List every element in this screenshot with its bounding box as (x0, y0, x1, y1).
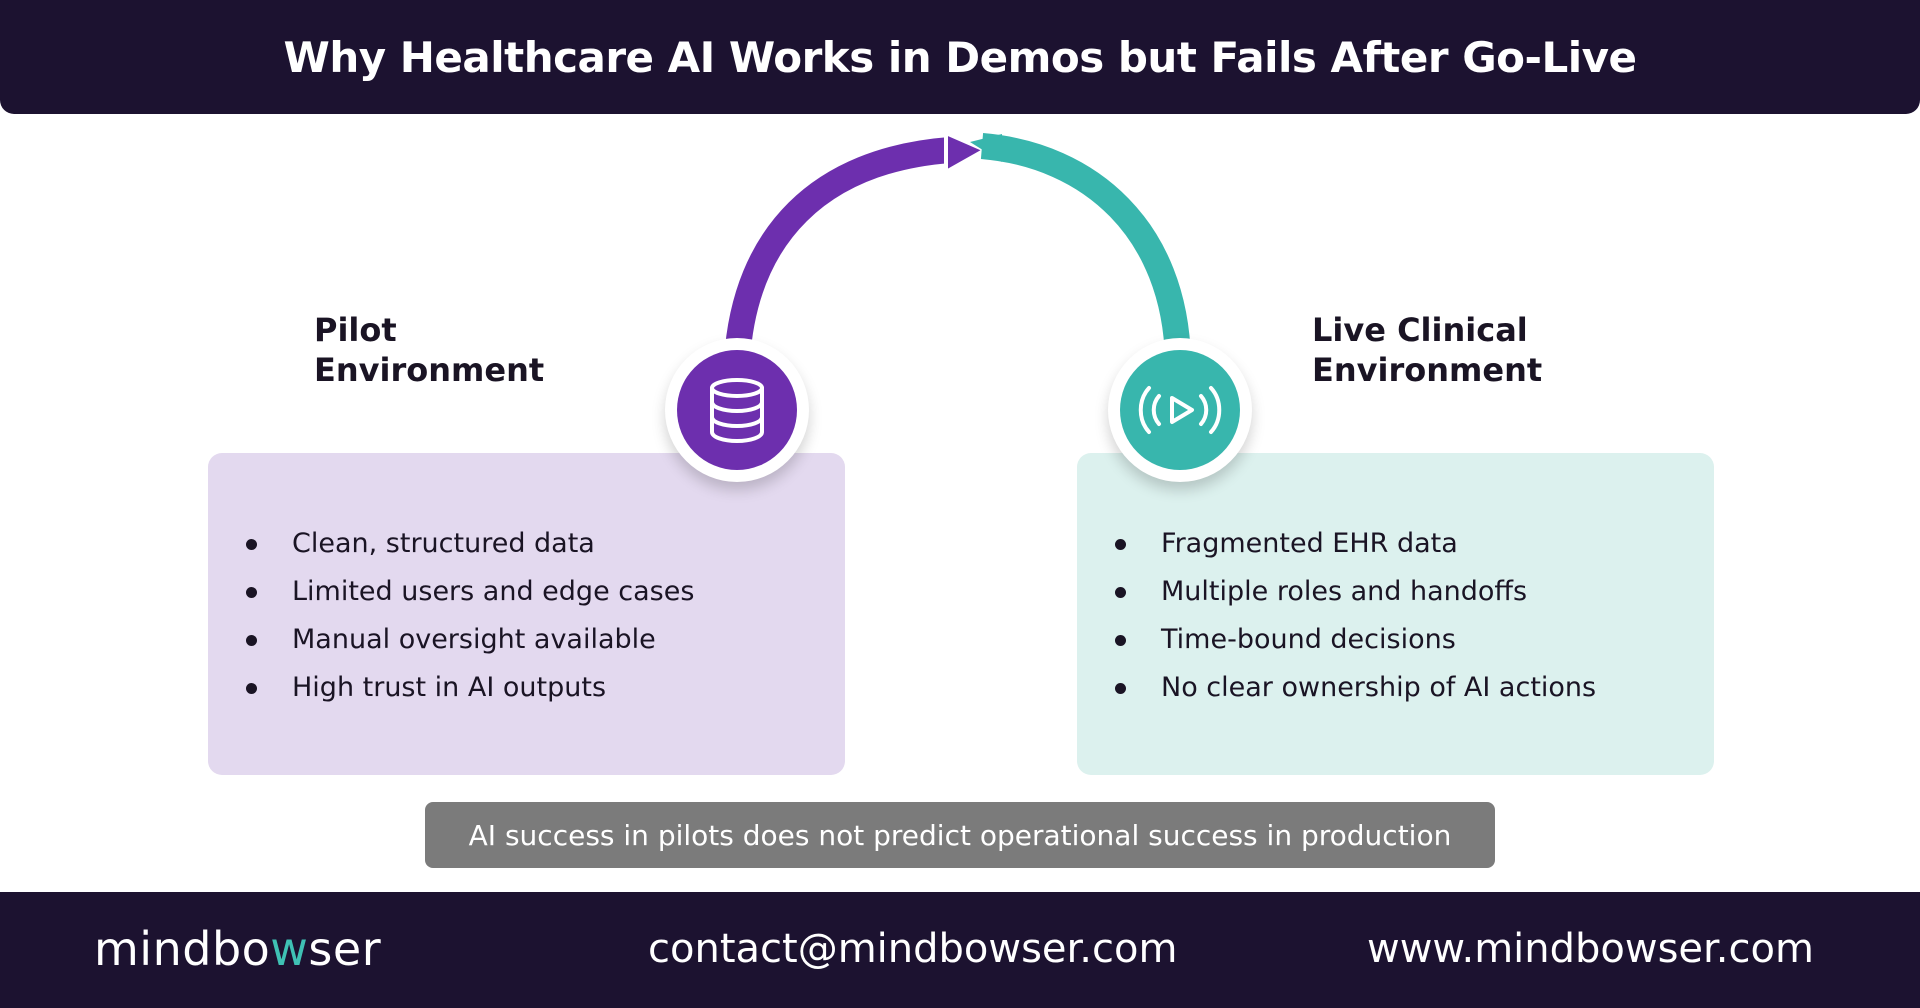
live-icon-badge (1108, 338, 1252, 482)
live-icon-circle (1120, 350, 1240, 470)
bullet (246, 539, 257, 550)
contact-email: contact@mindbowser.com (648, 926, 1178, 972)
list-item: High trust in AI outputs (246, 664, 694, 712)
database-icon (710, 378, 764, 443)
pilot-heading: Pilot Environment (314, 311, 545, 389)
pilot-icon-badge (665, 338, 809, 482)
live-arc-arrow (980, 133, 1191, 361)
bullet (246, 635, 257, 646)
pilot-list: Clean, structured data Limited users and… (246, 520, 694, 712)
footer: mindbowser contact@mindbowser.com www.mi… (0, 892, 1920, 1008)
bullet (1115, 539, 1126, 550)
pilot-arrowhead (944, 131, 987, 174)
list-item: Multiple roles and handoffs (1115, 568, 1596, 616)
live-card: Fragmented EHR data Multiple roles and h… (1077, 453, 1714, 775)
page-title: Why Healthcare AI Works in Demos but Fai… (283, 32, 1637, 82)
pilot-card: Clean, structured data Limited users and… (208, 453, 845, 775)
live-arrow-tail (970, 134, 1002, 162)
live-heading: Live Clinical Environment (1312, 311, 1543, 389)
list-item: Clean, structured data (246, 520, 694, 568)
mindbowser-logo: mindbowser (94, 922, 382, 976)
list-item: No clear ownership of AI actions (1115, 664, 1596, 712)
broadcast-play-icon (1138, 386, 1222, 434)
list-item: Limited users and edge cases (246, 568, 694, 616)
bullet (1115, 683, 1126, 694)
list-item: Manual oversight available (246, 616, 694, 664)
bullet (246, 587, 257, 598)
bullet (246, 683, 257, 694)
list-item: Time-bound decisions (1115, 616, 1596, 664)
pilot-icon-circle (677, 350, 797, 470)
live-list: Fragmented EHR data Multiple roles and h… (1115, 520, 1596, 712)
key-takeaway-banner: AI success in pilots does not predict op… (425, 802, 1495, 868)
website-url: www.mindbowser.com (1367, 926, 1814, 972)
list-item: Fragmented EHR data (1115, 520, 1596, 568)
bullet (1115, 587, 1126, 598)
bullet (1115, 635, 1126, 646)
title-banner: Why Healthcare AI Works in Demos but Fai… (0, 0, 1920, 114)
pilot-arc-arrow (724, 137, 952, 361)
